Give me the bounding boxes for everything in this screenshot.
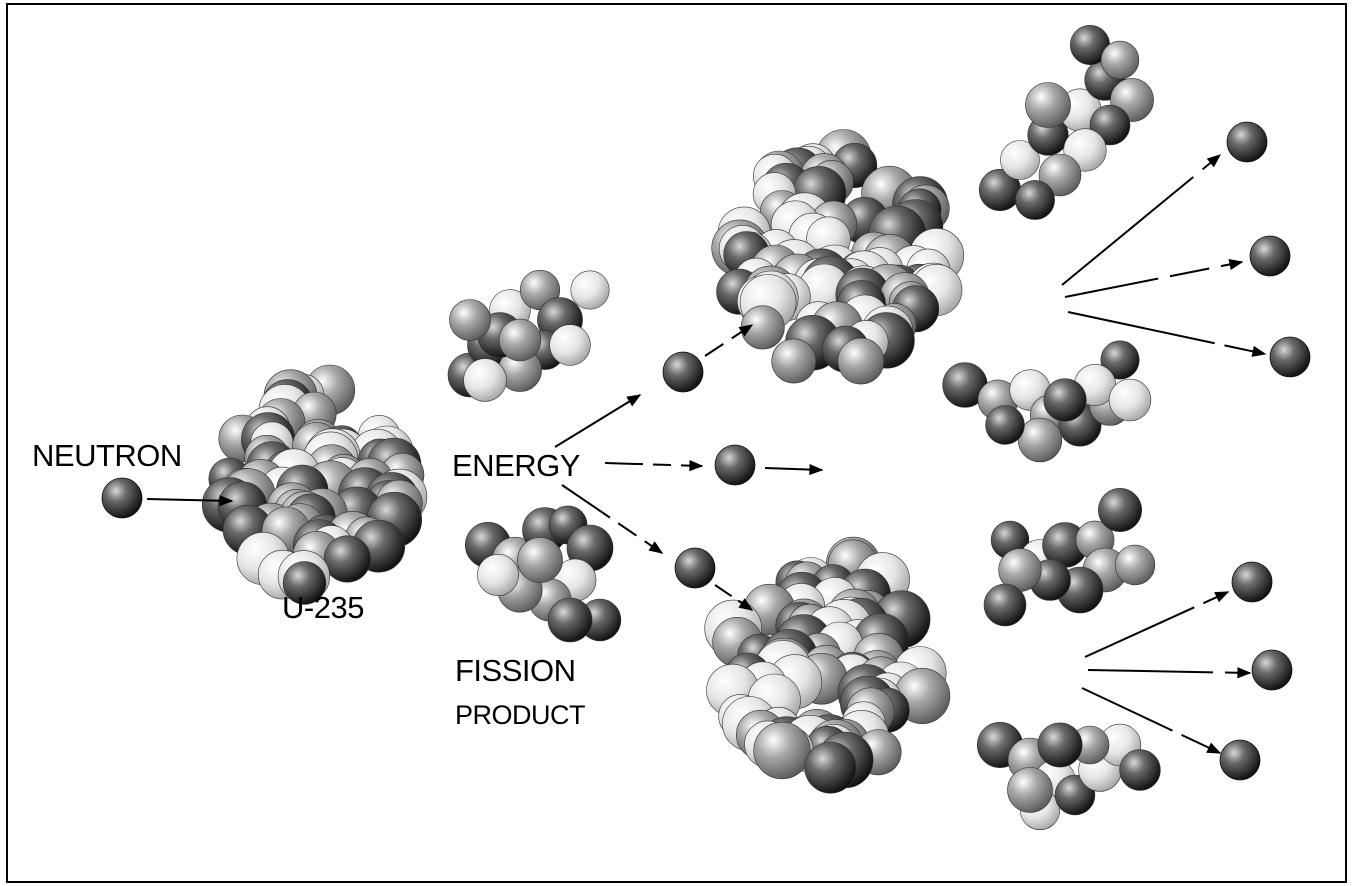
fission-product-lower xyxy=(464,505,622,643)
fragment-top-upper xyxy=(978,24,1154,220)
nucleon xyxy=(771,338,817,384)
arrow-out-6 xyxy=(1081,687,1222,754)
neutron-out-2 xyxy=(1249,235,1291,277)
arrow-out-4 xyxy=(1084,591,1230,658)
diagram-frame xyxy=(6,3,1347,883)
arrow-neutron-to-u235 xyxy=(146,495,234,507)
arrow-upper-to-nucleus xyxy=(704,324,754,357)
nucleon xyxy=(1000,140,1040,180)
neutron-middle xyxy=(714,444,756,486)
nucleon xyxy=(1038,153,1082,197)
arrow-out-2 xyxy=(1064,258,1244,298)
nucleon xyxy=(476,553,519,596)
fission-product-label-line2: PRODUCT xyxy=(455,700,586,730)
nucleon xyxy=(1100,340,1140,380)
nucleon xyxy=(1098,487,1143,532)
neutron-upper xyxy=(662,351,704,393)
fragment-bottom-upper xyxy=(983,487,1156,627)
fission-product-label-line1: FISSION xyxy=(455,653,576,688)
arrow-out-3 xyxy=(1067,311,1267,357)
nucleon xyxy=(1108,378,1152,422)
nucleon xyxy=(985,405,1025,445)
arrow-out-5 xyxy=(1087,667,1252,679)
neutron-out-4 xyxy=(1231,561,1273,603)
neutron-out-3 xyxy=(1269,336,1311,378)
neutron-out-5 xyxy=(1251,649,1293,691)
nucleon xyxy=(1025,82,1071,128)
arrow-lower-to-nucleus xyxy=(714,584,754,611)
energy-label: ENERGY xyxy=(452,448,580,483)
nucleon xyxy=(753,721,811,780)
nucleon xyxy=(282,561,327,605)
arrow-out-1 xyxy=(1061,154,1222,286)
nucleon xyxy=(1017,417,1063,463)
upper-target-nucleus xyxy=(711,129,965,385)
nucleon xyxy=(1015,180,1055,220)
u235-label: U-235 xyxy=(282,590,364,625)
neutrons-layer xyxy=(101,121,1311,781)
fragment-bottom-lower xyxy=(976,721,1161,831)
arrows-layer xyxy=(146,154,1267,754)
nucleon xyxy=(1037,722,1083,768)
nucleon xyxy=(547,597,593,643)
nucleon xyxy=(570,270,610,310)
nucleon xyxy=(837,337,885,385)
nucleon xyxy=(983,583,1027,627)
u235-nucleus xyxy=(201,364,428,605)
nucleon xyxy=(463,358,507,402)
lower-target-nucleus xyxy=(704,536,951,794)
nucleon xyxy=(549,324,591,366)
arrow-to-lower-neutron xyxy=(561,484,664,554)
nucleon xyxy=(1007,767,1053,813)
nucleon xyxy=(1114,544,1156,586)
nucleon xyxy=(449,299,491,341)
nuclei-layer xyxy=(201,24,1161,831)
neutron-out-1 xyxy=(1226,121,1268,163)
fragment-top-lower xyxy=(942,340,1152,463)
nucleon xyxy=(1119,749,1161,791)
neutron-label: NEUTRON xyxy=(32,438,182,473)
nucleon xyxy=(517,537,563,583)
arrow-energy-to-middle xyxy=(604,460,704,472)
arrow-to-upper-neutron xyxy=(554,394,642,448)
fission-product-upper xyxy=(447,269,610,402)
arrow-middle-out xyxy=(764,463,824,476)
nucleon xyxy=(1100,40,1140,80)
neutron-out-6 xyxy=(1219,739,1261,781)
neutron-incoming xyxy=(101,477,143,519)
nucleon xyxy=(498,318,542,362)
nucleon xyxy=(1043,378,1087,422)
nucleon xyxy=(323,535,371,583)
nucleon xyxy=(804,741,857,794)
neutron-lower xyxy=(674,547,716,589)
